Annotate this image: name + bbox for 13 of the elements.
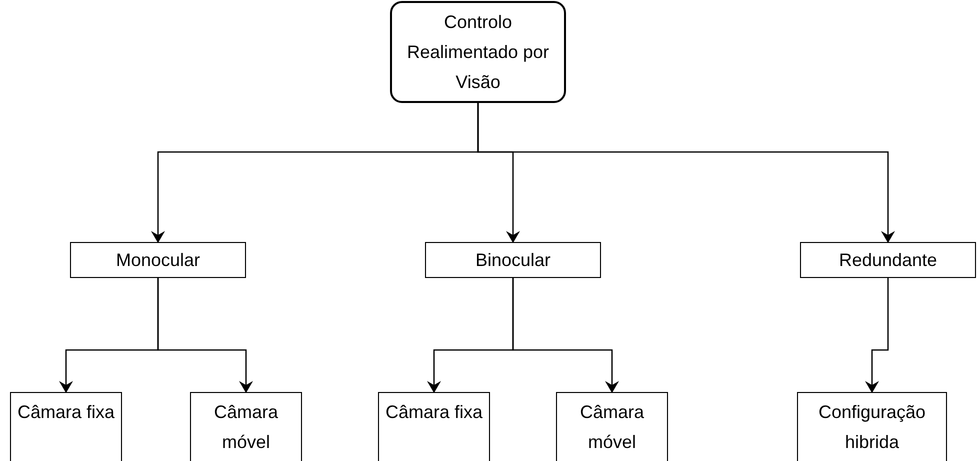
arrow — [477, 103, 895, 243]
category-box: Redundante — [800, 242, 976, 278]
category-box: Binocular — [425, 242, 601, 278]
category-box: Monocular — [70, 242, 246, 278]
category-box: Câmara fixa — [10, 392, 122, 461]
category-box: Câmara fixa — [378, 392, 490, 461]
arrow — [865, 278, 889, 393]
root-box: Controlo Realimentado por Visão — [390, 1, 566, 103]
category-box: Configuração hibrida — [797, 392, 947, 461]
arrow — [157, 278, 253, 393]
arrow — [512, 278, 619, 393]
category-box: Câmara móvel — [190, 392, 302, 461]
category-box: Câmara móvel — [556, 392, 668, 461]
